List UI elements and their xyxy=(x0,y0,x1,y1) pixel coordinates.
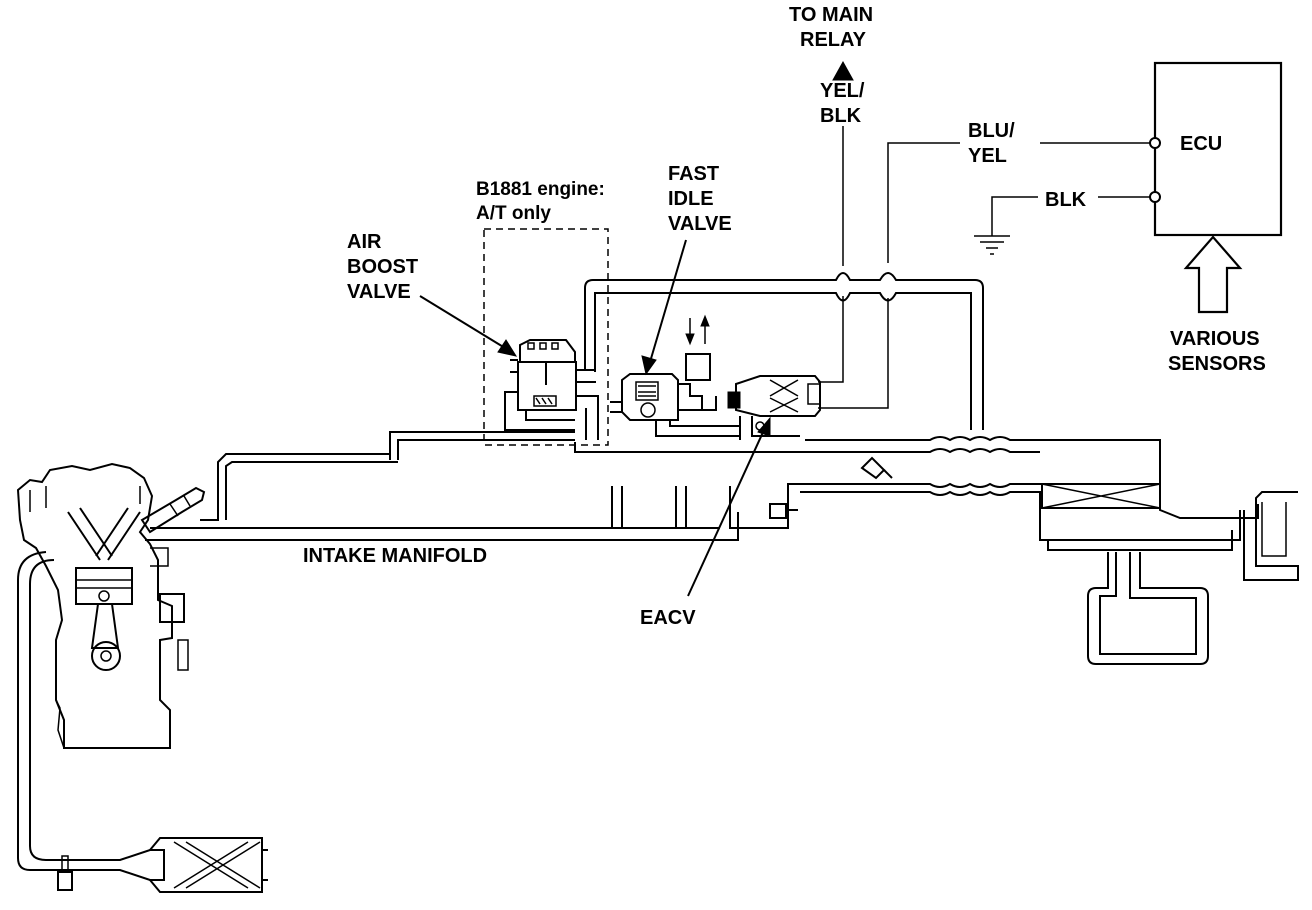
exhaust-system xyxy=(17,551,268,893)
ecu-terminal-blu-yel xyxy=(1149,137,1161,149)
air-hose-upper xyxy=(584,272,984,430)
oxygen-sensor xyxy=(57,855,73,891)
fuel-injector xyxy=(140,486,206,534)
various-sensors-arrow xyxy=(1183,235,1243,314)
to-main-relay-arrow xyxy=(832,60,854,81)
engine-note-line1: B1881 engine: xyxy=(476,179,605,200)
to-main-relay-label-line2: RELAY xyxy=(800,29,867,51)
blu-yel-label-line1: BLU/ xyxy=(968,120,1015,142)
intake-manifold xyxy=(145,453,789,541)
air-boost-valve xyxy=(504,339,599,440)
intake-manifold-label: INTAKE MANIFOLD xyxy=(303,545,487,567)
air-boost-valve-leader xyxy=(419,295,518,357)
air-boost-valve-label-line1: AIR xyxy=(347,231,382,253)
to-main-relay-label-line1: TO MAIN xyxy=(789,4,873,26)
fast-idle-valve-label-line2: IDLE xyxy=(668,188,714,210)
various-sensors-label-line1: VARIOUS xyxy=(1170,328,1260,350)
yel-blk-label-line1: YEL/ xyxy=(820,80,865,102)
eacv-leader xyxy=(687,416,771,597)
yel-blk-label-line2: BLK xyxy=(820,105,862,127)
various-sensors-label-line2: SENSORS xyxy=(1168,353,1266,375)
fast-idle-valve xyxy=(610,314,740,437)
engine-option-box xyxy=(483,228,609,446)
ecu-terminal-blk xyxy=(1149,191,1161,203)
engine-note-line2: A/T only xyxy=(476,203,551,224)
ecu-label: ECU xyxy=(1180,133,1222,155)
blu-yel-label-line2: YEL xyxy=(968,145,1007,167)
wiring xyxy=(818,60,1150,409)
ground-symbol xyxy=(974,235,1010,255)
fast-idle-valve-label-line3: VALVE xyxy=(668,213,732,235)
engine xyxy=(16,462,206,749)
blk-label: BLK xyxy=(1045,189,1087,211)
fast-idle-valve-label-line1: FAST xyxy=(668,163,719,185)
air-boost-valve-label-line2: BOOST xyxy=(347,256,418,278)
air-boost-valve-label-line3: VALVE xyxy=(347,281,411,303)
ecu-block: ECU xyxy=(1149,61,1283,237)
fast-idle-valve-leader xyxy=(641,239,687,376)
air-intake-duct xyxy=(389,431,1299,665)
eacv-label: EACV xyxy=(640,607,696,629)
eacv-valve xyxy=(727,375,821,440)
